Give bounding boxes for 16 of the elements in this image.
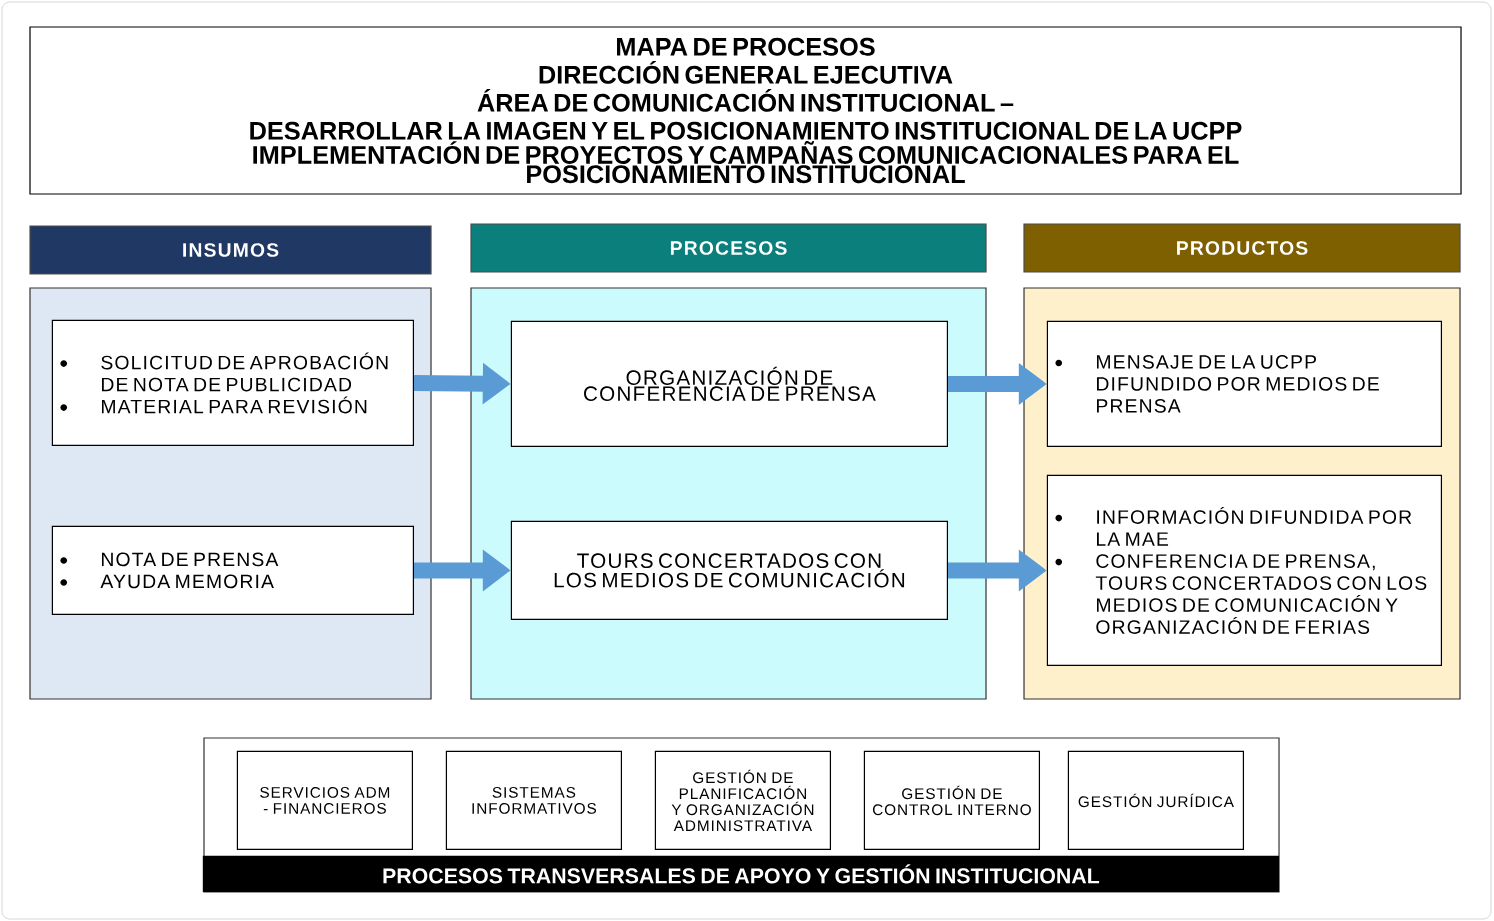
input-box: SOLICITUD DE APROBACIÓN DE NOTA DE PUBLICIDAD MATERIAL PARA REVISIÓN: [51, 319, 414, 446]
column-header: PRODUCTOS: [1023, 223, 1461, 273]
footer-bar: PROCESOS TRANSVERSALES DE APOYO Y GESTIÓN INSTITUCIONAL: [202, 855, 1279, 892]
support-box: GESTIÓN JURÍDICA: [1067, 750, 1244, 850]
support-box: GESTIÓN DE PLANIFICACIÓN Y ORGANIZACIÓN ADMINISTRATIVA: [654, 750, 831, 850]
product-box: INFORMACIÓN DIFUNDIDA POR LA MAE CONFERENCIA DE PRENSA, TOURS CONCERTADOS CON LOS MEDIOS DE COMUNICACIÓN Y ORGANIZACIÓN DE FERIAS: [1046, 474, 1442, 666]
support-box: SISTEMAS INFORMATIVOS: [445, 750, 622, 850]
support-box: GESTIÓN DE CONTROL INTERNO: [863, 750, 1040, 850]
title-box: MAPA DE PROCESOS DIRECCIÓN GENERAL EJECUTIVA ÁREA DE COMUNICACIÓN INSTITUCIONAL – DESARROLLAR LA IMAGEN Y EL POSICIONAMIENTO INSTITUCIONAL DE LA UCPP IMPLEMENTACIÓN DE PROYECTOS Y CAMPAÑAS COMUNICACIONALES PARA EL POSICIONAMIENTO INSTITUCIONAL: [29, 26, 1462, 195]
input-box: NOTA DE PRENSA AYUDA MEMORIA: [51, 525, 414, 615]
column-header: PROCESOS: [470, 223, 987, 273]
process-box: ORGANIZACIÓN DE CONFERENCIA DE PRENSA: [510, 320, 948, 447]
support-box: SERVICIOS ADM - FINANCIEROS: [236, 750, 413, 850]
column-header: INSUMOS: [29, 225, 432, 275]
product-box: MENSAJE DE LA UCPP DIFUNDIDO POR MEDIOS DE PRENSA: [1046, 320, 1442, 447]
process-box: TOURS CONCERTADOS CON LOS MEDIOS DE COMUNICACIÓN: [510, 520, 948, 620]
